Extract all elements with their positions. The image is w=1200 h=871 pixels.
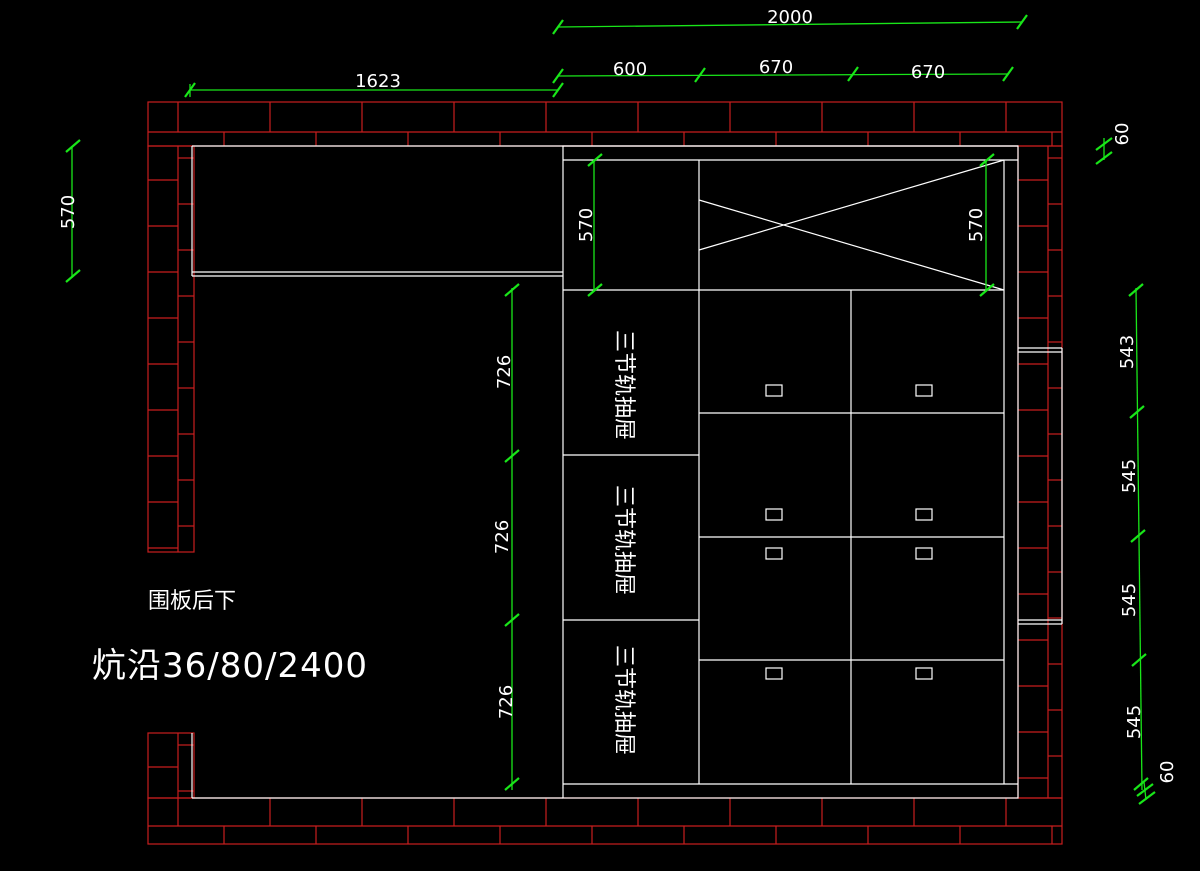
open-shelf-cross [698,159,1005,291]
door-handles [765,384,933,680]
dim-upper-inner-right: 570 [966,153,995,297]
dim-mid-segments: 726 726 726 [492,283,520,791]
dim-upper-inner-left-text: 570 [576,208,597,242]
left-wall-upper [147,145,195,553]
drawer-label-3: 三节轨抽屉 [611,645,636,755]
dim-top-left-text: 1623 [355,71,401,92]
dim-top-total: 2000 [552,7,1028,35]
top-wall [147,101,1063,147]
dim-right-top-text: 60 [1112,123,1133,146]
handle-icon [765,667,783,680]
dim-right-top: 60 [1095,123,1133,165]
dim-top-left: 1623 [184,71,564,98]
dim-right-segments: 543 545 545 545 [1117,283,1149,791]
dim-right-seg-2-text: 545 [1119,459,1140,493]
dimension-lines: 2000 1623 600 670 670 570 [58,7,1178,805]
dim-right-bottom-text: 60 [1157,761,1178,784]
dim-top-segments: 600 670 670 [552,57,1014,84]
dim-upper-inner-left: 570 [576,153,603,297]
dim-right-seg-3-text: 545 [1119,583,1140,617]
dim-left-height: 570 [58,139,81,283]
handle-icon [765,547,783,560]
note-back-panel: 围板后下 [148,589,236,614]
handle-icon [765,384,783,397]
drawer-labels: 三节轨抽屉 三节轨抽屉 三节轨抽屉 [611,330,636,755]
dim-mid-2-text: 726 [492,520,513,554]
dim-top-total-text: 2000 [767,7,813,28]
brick-walls [147,101,1063,845]
left-wall-lower [147,732,195,799]
dim-right-bottom: 60 [1136,761,1178,805]
cabinet-layout [191,145,1063,799]
handle-icon [915,508,933,521]
bottom-wall [147,797,1063,845]
dim-mid-3-text: 726 [496,685,517,719]
drawer-label-1: 三节轨抽屉 [611,330,636,440]
handle-icon [915,384,933,397]
note-kang-edge-spec: 炕沿36/80/2400 [92,646,368,686]
handle-icon [915,547,933,560]
dim-seg-3-text: 670 [911,62,945,83]
dim-right-seg-1-text: 543 [1117,335,1138,369]
handle-icon [765,508,783,521]
dim-seg-1-text: 600 [613,59,647,80]
wardrobe-outline [562,145,1019,799]
dim-left-height-text: 570 [58,195,79,229]
dim-mid-1-text: 726 [494,355,515,389]
dim-upper-inner-right-text: 570 [966,208,987,242]
right-wall [1017,145,1063,799]
dim-right-seg-4-text: 545 [1124,705,1145,739]
dim-seg-2-text: 670 [759,57,793,78]
handle-icon [915,667,933,680]
drawer-label-2: 三节轨抽屉 [611,485,636,595]
